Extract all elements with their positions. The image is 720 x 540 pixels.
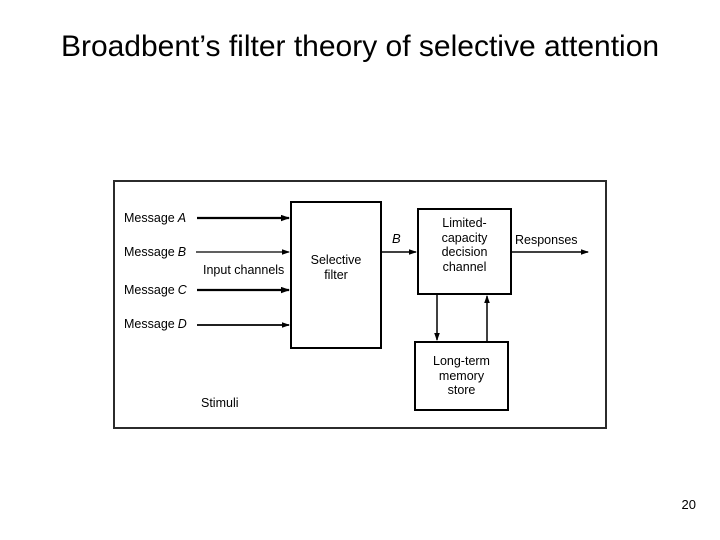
selective-filter-line-2: filter: [324, 267, 348, 282]
memory-store-line-2: memory: [438, 368, 485, 383]
message-letter: D: [177, 317, 187, 331]
message-prefix: Message: [124, 283, 175, 297]
diagram-frame: [113, 180, 607, 429]
selective-filter-line-1: Selective: [310, 253, 362, 267]
memory-store-line-3: store: [447, 383, 476, 397]
message-prefix: Message: [124, 245, 175, 259]
channel-b-label: B: [392, 231, 401, 246]
page-number: 20: [681, 497, 696, 512]
message-letter: A: [177, 211, 187, 225]
message-letter: C: [177, 283, 187, 297]
stimuli-label: Stimuli: [201, 396, 239, 410]
decision-channel-line-1: Limited-: [442, 216, 487, 230]
selective-filter-box-label: Selective filter: [291, 253, 381, 282]
decision-channel-box-label: Limited- capacity decision channel: [418, 216, 511, 274]
decision-channel-line-4: channel: [442, 259, 487, 274]
decision-channel-line-2: capacity: [441, 230, 488, 245]
memory-store-box-label: Long-term memory store: [415, 354, 508, 398]
message-prefix: Message: [124, 211, 175, 225]
page-title: Broadbent’s filter theory of selective a…: [60, 30, 660, 63]
message-prefix: Message: [124, 317, 175, 331]
input-channels-label: Input channels: [203, 263, 285, 277]
responses-label: Responses: [515, 233, 578, 247]
message-letter: B: [177, 245, 187, 259]
decision-channel-line-3: decision: [441, 245, 488, 259]
memory-store-line-1: Long-term: [433, 354, 490, 368]
